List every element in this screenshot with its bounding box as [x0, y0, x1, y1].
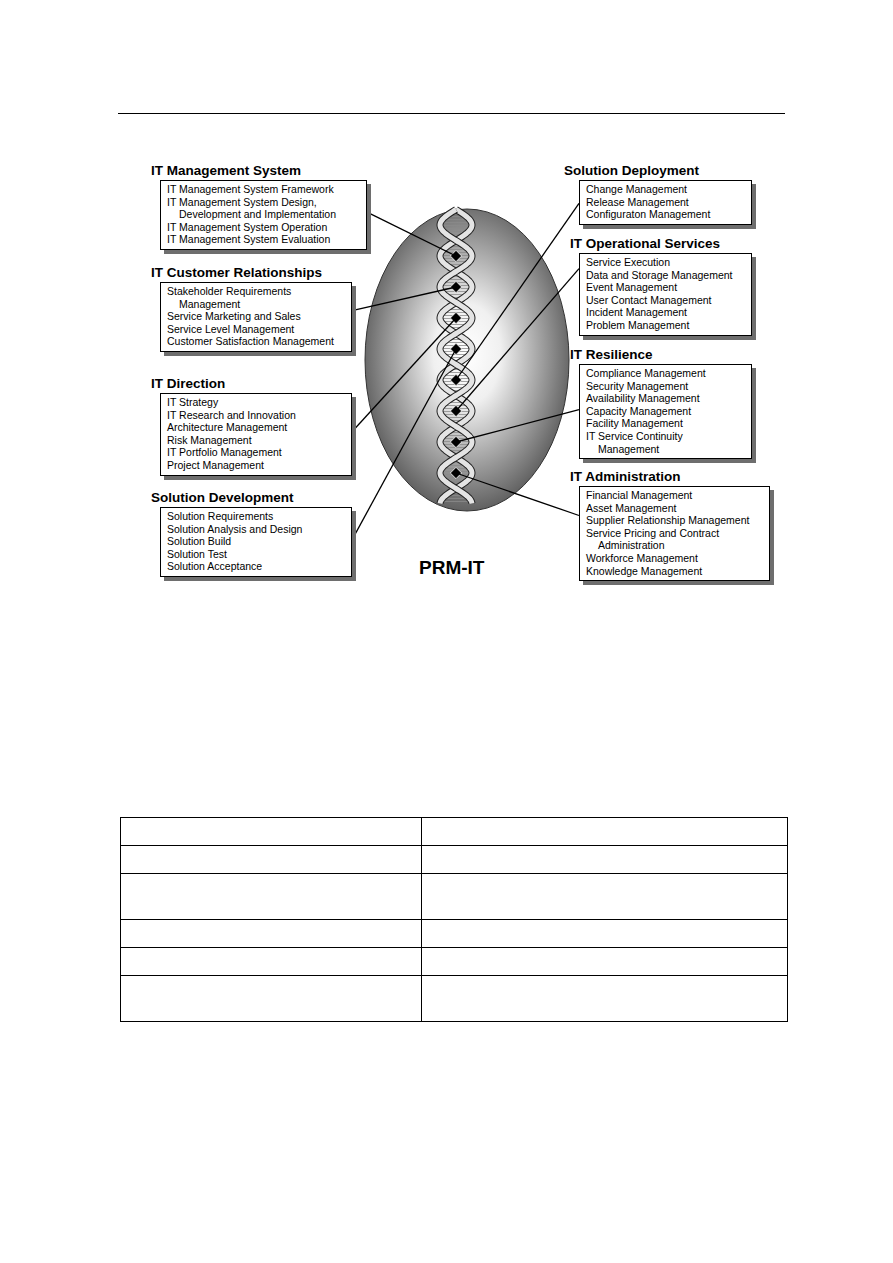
process-item: User Contact Management [586, 294, 746, 307]
process-item: Solution Test [167, 548, 346, 561]
process-item: Security Management [586, 380, 746, 393]
process-item: Availability Management [586, 392, 746, 405]
process-item: Compliance Management [586, 367, 746, 380]
process-item: Supplier Relationship Management [586, 514, 764, 527]
process-item: Configuraton Management [586, 208, 746, 221]
process-item: Project Management [167, 459, 346, 472]
process-item: Data and Storage Management [586, 269, 746, 282]
empty-table [121, 818, 788, 1022]
process-item: IT Management System Operation [167, 221, 361, 234]
leader-line [456, 203, 579, 380]
group-heading: IT Management System [151, 163, 301, 178]
table-row-rule [121, 845, 788, 846]
framework-label: PRM-IT [419, 557, 484, 579]
header-rule [118, 113, 785, 114]
table-border [121, 818, 788, 1022]
dna-helix [440, 210, 472, 504]
helix-strand-outline [440, 210, 472, 504]
process-item: Knowledge Management [586, 565, 764, 578]
process-item: Facility Management [586, 417, 746, 430]
helix-rung [441, 501, 472, 502]
process-group-box: IT DirectionIT StrategyIT Research and I… [160, 393, 352, 476]
process-item: Solution Build [167, 535, 346, 548]
process-item: Problem Management [586, 319, 746, 332]
leader-line [352, 318, 456, 432]
table-row-rule [121, 947, 788, 948]
process-item: Solution Requirements [167, 510, 346, 523]
helix-strand [440, 210, 472, 504]
leader-line [367, 212, 456, 256]
table-row-rule [121, 873, 788, 874]
process-item: IT Strategy [167, 396, 346, 409]
process-item: Service Level Management [167, 323, 346, 336]
leader-line [456, 473, 579, 515]
process-item: Service Execution [586, 256, 746, 269]
process-item: IT Management System Design, Development… [167, 196, 361, 221]
group-heading: Solution Deployment [564, 163, 699, 178]
process-item: IT Portfolio Management [167, 446, 346, 459]
process-item: Incident Management [586, 306, 746, 319]
process-item: Change Management [586, 183, 746, 196]
process-item: Release Management [586, 196, 746, 209]
helix-rung [441, 222, 472, 223]
helix-strand-outline [440, 210, 472, 504]
helix-rung [440, 225, 472, 226]
process-item: Event Management [586, 281, 746, 294]
table-row-rule [121, 975, 788, 976]
process-item: Stakeholder Requirements Management [167, 285, 346, 310]
leader-lines [352, 203, 579, 540]
helix-strand [440, 210, 472, 504]
process-item: IT Management System Evaluation [167, 233, 361, 246]
group-heading: IT Customer Relationships [151, 265, 322, 280]
process-item: Asset Management [586, 502, 764, 515]
process-group-box: IT ResilienceCompliance ManagementSecuri… [579, 364, 752, 459]
process-item: Architecture Management [167, 421, 346, 434]
process-item: Service Pricing and Contract Administrat… [586, 527, 764, 552]
group-heading: Solution Development [151, 490, 294, 505]
process-item: Customer Satisfaction Management [167, 335, 346, 348]
process-item: Financial Management [586, 489, 764, 502]
leader-line [352, 349, 456, 540]
process-group-box: Solution DeploymentChange ManagementRele… [579, 180, 752, 225]
process-item: IT Research and Innovation [167, 409, 346, 422]
process-group-box: IT Customer RelationshipsStakeholder Req… [160, 282, 352, 352]
process-item: Risk Management [167, 434, 346, 447]
group-heading: IT Resilience [570, 347, 653, 362]
table-row-rule [121, 919, 788, 920]
group-heading: IT Administration [570, 469, 681, 484]
process-item: IT Management System Framework [167, 183, 361, 196]
process-item: Capacity Management [586, 405, 746, 418]
process-item: Workforce Management [586, 552, 764, 565]
process-item: IT Service Continuity Management [586, 430, 746, 455]
group-heading: IT Operational Services [570, 236, 720, 251]
leader-line [352, 287, 456, 311]
process-item: Solution Acceptance [167, 560, 346, 573]
process-group-box: IT Operational ServicesService Execution… [579, 253, 752, 336]
process-item: Solution Analysis and Design [167, 523, 346, 536]
process-group-box: Solution DevelopmentSolution Requirement… [160, 507, 352, 577]
leader-line [456, 269, 579, 411]
process-group-box: IT Management SystemIT Management System… [160, 180, 367, 250]
group-heading: IT Direction [151, 376, 225, 391]
central-ellipse [365, 209, 569, 511]
process-group-box: IT AdministrationFinancial ManagementAss… [579, 486, 770, 581]
leader-line [456, 410, 579, 442]
process-item: Service Marketing and Sales [167, 310, 346, 323]
